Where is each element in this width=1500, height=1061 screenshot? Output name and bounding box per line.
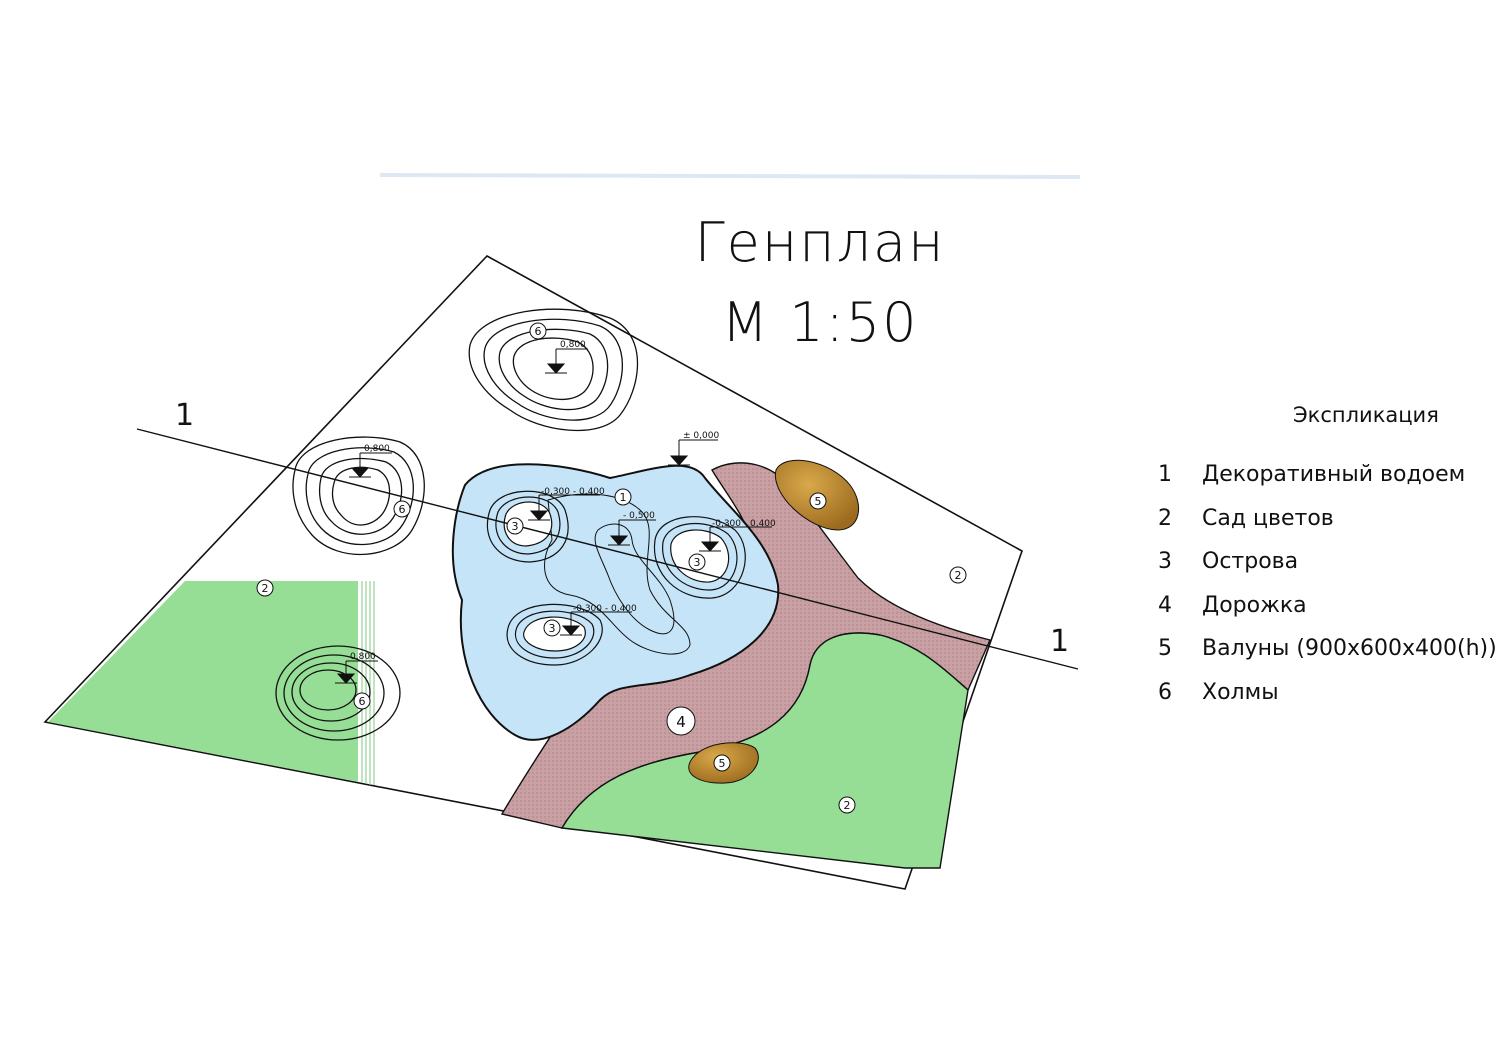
legend-item: 2 Сад цветов <box>1158 506 1497 550</box>
svg-text:2: 2 <box>844 799 851 812</box>
legend-item-label: Сад цветов <box>1202 505 1334 531</box>
legend-item-number: 5 <box>1158 636 1172 662</box>
plan-scale: М 1:50 <box>721 291 919 354</box>
callout-hill-left: 6 <box>393 500 411 518</box>
level-pond-edge: ± 0,000 <box>683 431 719 441</box>
svg-text:4: 4 <box>676 713 686 731</box>
callout-island-left: 3 <box>506 517 524 535</box>
legend-item: 4 Дорожка <box>1158 593 1497 637</box>
callout-garden-left: 2 <box>256 579 274 597</box>
plan-title: Генплан <box>694 211 946 274</box>
svg-text:3: 3 <box>694 556 701 569</box>
callout-boulder-top: 5 <box>809 492 827 510</box>
level-island-left: -0,300 - 0,400 <box>541 487 605 497</box>
level-pond-deep: - 0,500 <box>623 511 655 521</box>
callout-hill-bottom: 6 <box>353 692 371 710</box>
legend-list: 1 Декоративный водоем 2 Сад цветов 3 Остров… <box>1158 462 1497 724</box>
svg-text:5: 5 <box>815 495 822 508</box>
svg-text:3: 3 <box>512 520 519 533</box>
legend-item: 5 Валуны (900х600х400(h)) <box>1158 636 1497 680</box>
legend-item-label: Валуны (900х600х400(h)) <box>1202 636 1497 662</box>
section-label-right: 1 <box>1050 624 1069 659</box>
legend-item: 1 Декоративный водоем <box>1158 462 1497 506</box>
callout-boulder-bottom: 5 <box>713 754 731 772</box>
svg-text:2: 2 <box>955 569 962 582</box>
hill-left <box>292 436 425 556</box>
level-marker-pond-edge <box>668 439 718 466</box>
legend-item-number: 2 <box>1158 505 1172 531</box>
callout-path: 4 <box>666 706 696 736</box>
legend-item-label: Холмы <box>1202 679 1279 705</box>
level-marker-hill-left <box>349 452 392 478</box>
scan-streak <box>379 173 1081 179</box>
legend-item-number: 3 <box>1158 549 1172 575</box>
legend-item: 3 Острова <box>1158 549 1497 593</box>
callout-garden-top-right: 2 <box>949 566 967 584</box>
legend-item: 6 Холмы <box>1158 680 1497 724</box>
pond-contour-deep <box>594 523 675 635</box>
legend-item-number: 1 <box>1158 462 1172 487</box>
callout-hill-top: 6 <box>529 322 547 340</box>
garden-left <box>48 581 358 782</box>
callout-garden-bottom-right: 2 <box>838 796 856 814</box>
pond-contour-inner <box>544 493 691 655</box>
svg-text:5: 5 <box>719 757 726 770</box>
svg-text:2: 2 <box>262 582 269 595</box>
hill-top <box>468 308 639 432</box>
callout-island-bottom: 3 <box>543 619 561 637</box>
level-marker-hill-bottom <box>335 660 378 684</box>
level-marker-island-bottom <box>560 611 632 636</box>
garden-right <box>560 632 969 869</box>
level-island-right: -0,300 - 0,400 <box>712 519 776 529</box>
level-marker-island-right <box>699 526 772 552</box>
svg-text:3: 3 <box>549 622 556 635</box>
level-marker-hill-top <box>545 348 588 374</box>
level-hill-top: 0,800 <box>560 340 586 350</box>
svg-text:6: 6 <box>359 695 366 708</box>
svg-text:6: 6 <box>399 503 406 516</box>
callout-island-right: 3 <box>688 553 706 571</box>
legend-heading: Экспликация <box>1293 403 1439 427</box>
legend-item-label: Дорожка <box>1202 592 1307 618</box>
svg-text:1: 1 <box>620 491 627 504</box>
garden-left-hatch <box>361 581 375 785</box>
level-island-bottom: -0,300 - 0,400 <box>573 604 637 614</box>
legend-item-label: Декоративный водоем <box>1202 462 1466 487</box>
callout-pond: 1 <box>614 488 632 506</box>
level-marker-pond-deep <box>608 519 656 546</box>
section-line <box>136 428 1079 670</box>
svg-text:6: 6 <box>535 325 542 338</box>
legend-item-number: 4 <box>1158 592 1172 618</box>
legend-item-number: 6 <box>1158 679 1172 705</box>
hill-bottom <box>275 645 401 741</box>
level-hill-left: 0,800 <box>364 444 390 454</box>
legend-item-label: Острова <box>1202 549 1299 575</box>
level-marker-island-left <box>528 494 600 521</box>
level-hill-bottom: 0,800 <box>350 652 376 662</box>
section-label-left: 1 <box>175 398 194 433</box>
